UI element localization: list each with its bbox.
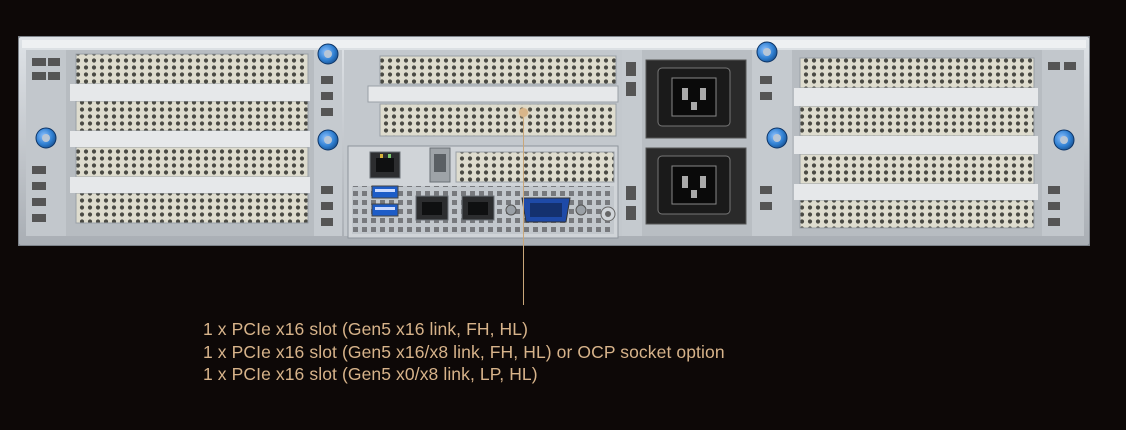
thumbscrew-icon — [317, 129, 339, 151]
server-rear-panel — [18, 36, 1090, 246]
spec-line: 1 x PCIe x16 slot (Gen5 x16/x8 link, FH,… — [203, 341, 725, 362]
right-riser-bay — [752, 50, 1084, 236]
spec-line: 1 x PCIe x16 slot (Gen5 x0/x8 link, LP, … — [203, 364, 538, 384]
thumbscrew-icon — [35, 127, 57, 149]
thumbscrew-icon — [1053, 129, 1075, 151]
center-io-panel — [344, 50, 640, 239]
thumbscrew-icon — [756, 41, 778, 63]
power-inlet-icon — [657, 155, 731, 215]
power-inlet-icon — [657, 67, 731, 127]
left-riser-bay — [26, 50, 342, 236]
spec-line: 1 x PCIe x16 slot (Gen5 x16 link, FH, HL… — [203, 319, 529, 339]
rj45-port-icon — [369, 151, 401, 179]
callout-leader-line — [523, 112, 524, 305]
thumbscrew-icon — [317, 43, 339, 65]
thumbscrew-icon — [766, 127, 788, 149]
pcie-spec-list: 1 x PCIe x16 slot (Gen5 x16 link, FH, HL… — [203, 318, 725, 386]
vga-port-icon — [505, 197, 587, 223]
psu-bay — [622, 50, 752, 236]
pcie-slot-fh-1 — [379, 55, 617, 85]
rj45-port-icon — [415, 195, 495, 221]
pcie-slot-fh-2 — [379, 103, 617, 137]
usb-port-icon — [371, 185, 399, 217]
pcie-slot-lp — [455, 151, 615, 183]
callout-marker — [519, 108, 528, 117]
